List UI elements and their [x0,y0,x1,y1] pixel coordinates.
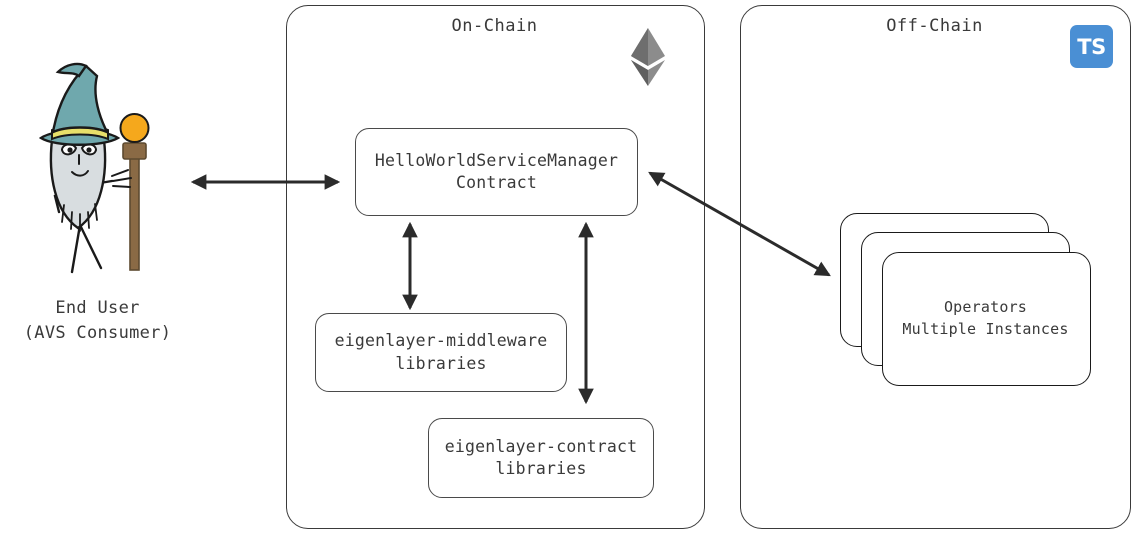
contract-libs-line2: libraries [495,459,587,478]
typescript-logo-text: TS [1077,34,1106,59]
actor-label-line2: (AVS Consumer) [23,322,172,343]
onchain-panel-title: On-Chain [451,16,538,36]
operator-card-front[interactable] [882,252,1091,386]
operators-line1: Operators [943,297,1028,316]
operators-line2: Multiple Instances [902,320,1069,338]
node-service-manager[interactable]: HelloWorldServiceManager Contract [355,128,638,216]
operators-label: Operators Multiple Instances [882,252,1089,384]
middleware-line2: libraries [395,353,487,373]
service-manager-line1: HelloWorldServiceManager [374,150,619,170]
offchain-panel-title: Off-Chain [886,16,983,36]
contract-libs-line1: eigenlayer-contract [444,436,638,456]
node-middleware-libraries[interactable]: eigenlayer-middleware libraries [315,313,567,392]
middleware-line1: eigenlayer-middleware [334,331,548,351]
service-manager-line2: Contract [455,173,538,192]
actor-label-line1: End User [55,298,140,318]
actor-caption: End User (AVS Consumer) [0,296,195,345]
arrow-contract-to-operators [648,171,831,277]
node-contract-libraries[interactable]: eigenlayer-contract libraries [428,418,654,498]
typescript-icon: TS [1070,25,1113,68]
